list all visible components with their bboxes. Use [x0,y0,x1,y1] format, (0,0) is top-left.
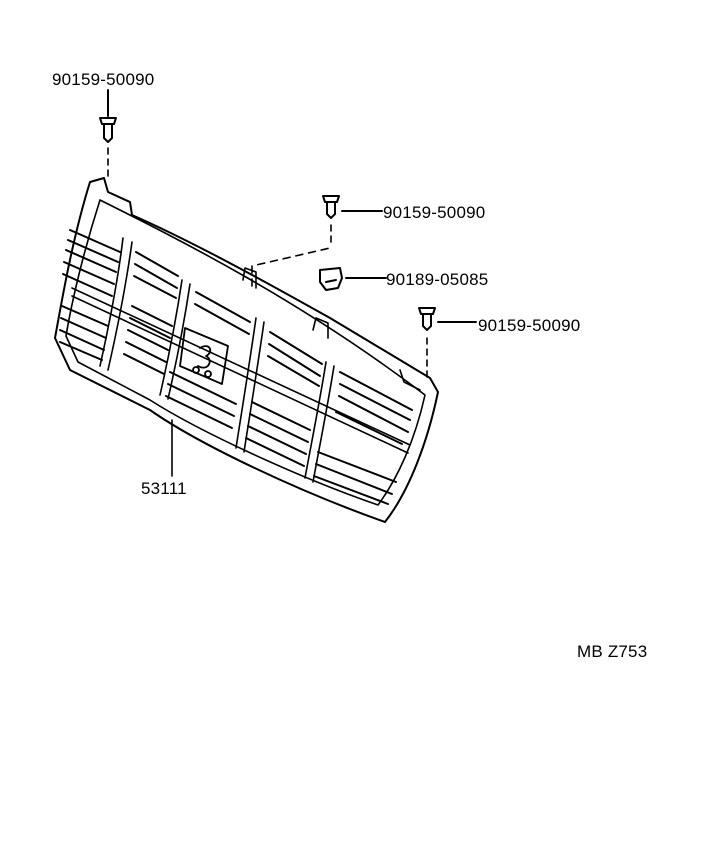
part-number-right-clip: 90159-50090 [478,316,581,335]
part-number-grille: 53111 [141,479,187,498]
nut [319,267,387,291]
radiator-grille [54,177,439,523]
clip-top-left [99,89,117,177]
part-number-middle-clip: 90159-50090 [383,203,486,222]
emblem-icon [179,327,229,385]
clip-middle [322,195,383,245]
clip-right [418,307,477,379]
diagram-code: MB Z753 [577,642,648,661]
part-number-nut: 90189-05085 [386,270,489,289]
part-number-top-clip: 90159-50090 [52,70,155,89]
